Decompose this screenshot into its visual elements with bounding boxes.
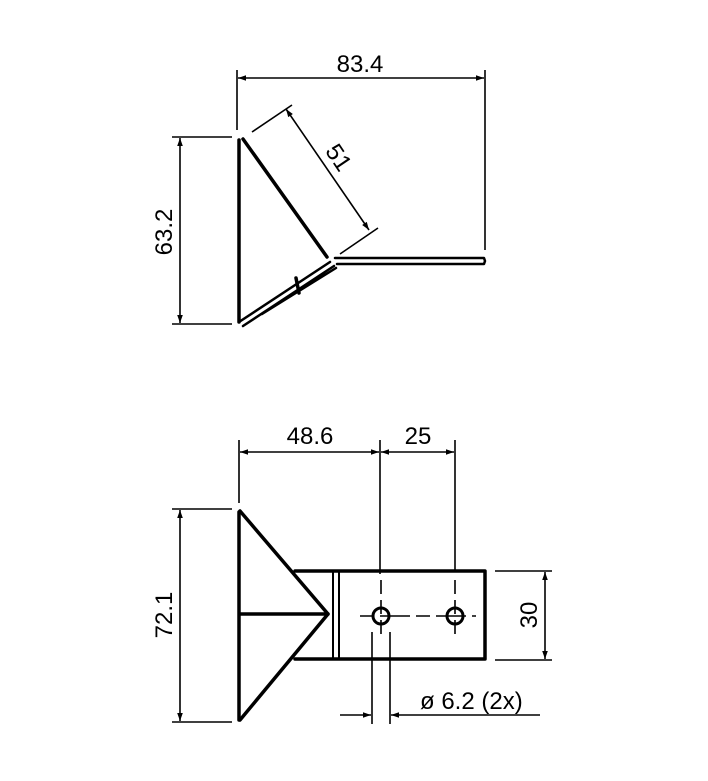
top-view: 83.4 63.2 51 bbox=[151, 51, 487, 328]
angled-dimension-line bbox=[285, 108, 370, 231]
width-dimension: 83.4 bbox=[337, 51, 384, 78]
hole-diameter-dimension: ø 6.2 (2x) bbox=[420, 688, 523, 715]
angled-dimension: 51 bbox=[320, 139, 357, 176]
front-view: 48.6 25 72.1 30 ø 6.2 (2x) bbox=[151, 423, 552, 724]
offset-dimension: 48.6 bbox=[287, 423, 334, 450]
bracket-front-outline bbox=[237, 509, 487, 722]
height-dimension: 63.2 bbox=[151, 209, 178, 256]
plate-width-dimension: 30 bbox=[516, 602, 543, 629]
front-height-dimension: 72.1 bbox=[151, 592, 178, 639]
hole-spacing-dimension: 25 bbox=[405, 423, 432, 450]
bracket-top-outline bbox=[237, 137, 487, 328]
